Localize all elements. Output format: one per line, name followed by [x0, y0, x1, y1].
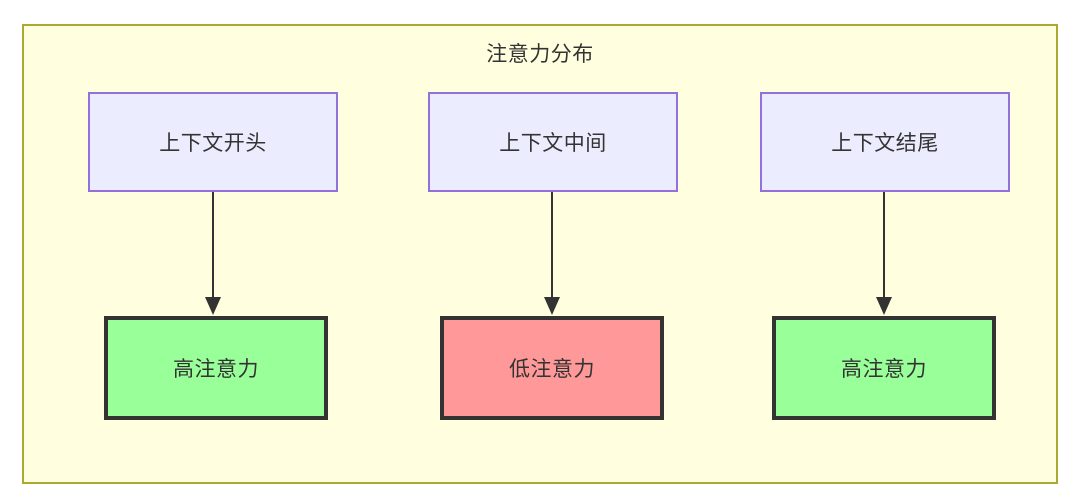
node-label: 上下文结尾: [831, 132, 939, 155]
node-attention-low-middle[interactable]: 低注意力: [440, 316, 664, 420]
node-context-end[interactable]: 上下文结尾: [760, 92, 1010, 192]
node-attention-high-start[interactable]: 高注意力: [104, 316, 328, 420]
node-label: 低注意力: [509, 358, 595, 381]
node-context-middle[interactable]: 上下文中间: [428, 92, 678, 192]
subgraph-title: 注意力分布: [486, 43, 594, 66]
node-label: 上下文开头: [159, 132, 267, 155]
node-label: 上下文中间: [499, 132, 607, 155]
node-label: 高注意力: [841, 358, 927, 381]
node-attention-high-end[interactable]: 高注意力: [772, 316, 996, 420]
node-context-start[interactable]: 上下文开头: [88, 92, 338, 192]
node-label: 高注意力: [173, 358, 259, 381]
